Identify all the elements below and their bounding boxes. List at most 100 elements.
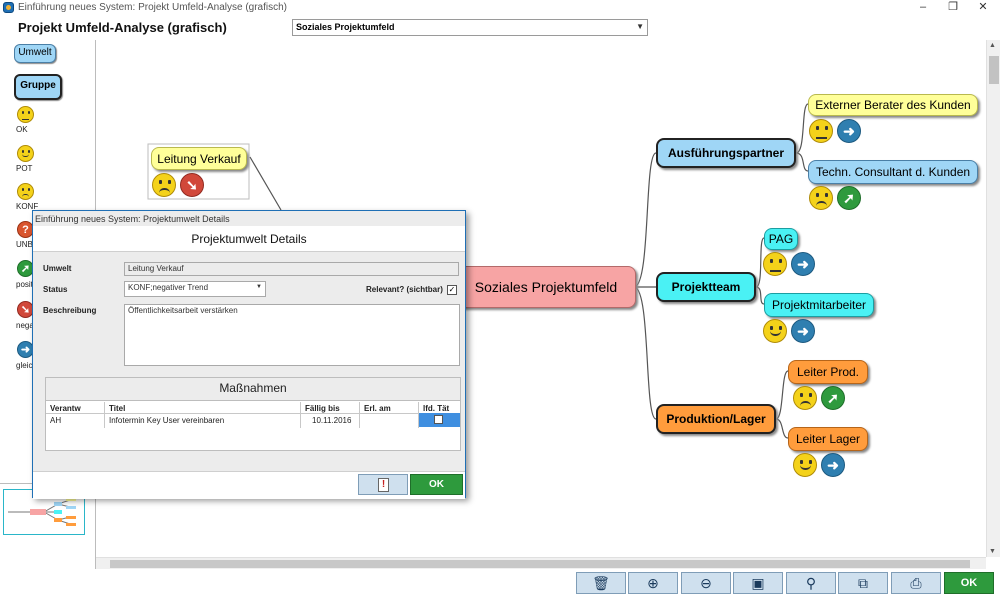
beschreibung-textarea[interactable]: Öffentlichkeitsarbeit verstärken [124,304,460,366]
node-root[interactable]: Soziales Projektumfeld [456,266,636,308]
warning-button[interactable]: ! [358,474,408,495]
palette-label-pot: POT [16,164,33,173]
vertical-scroll-thumb[interactable] [989,56,999,84]
smiley-frown-icon[interactable] [793,386,817,410]
page-title: Projekt Umfeld-Analyse (grafisch) [18,20,227,35]
arrow-up-right-icon[interactable]: ➚ [837,186,861,210]
arrow-down-left-icon[interactable]: ➘ [180,173,204,197]
minimap-preview [8,498,76,526]
smiley-frown-icon[interactable] [809,186,833,210]
node-techn-consultant[interactable]: Techn. Consultant d. Kunden [808,160,978,184]
col-lfd: lfd. Tät [423,404,450,413]
close-button[interactable]: ✕ [978,1,988,13]
chevron-down-icon: ▼ [636,22,644,31]
export-icon[interactable]: ⧉ [838,572,888,594]
column-divider [359,402,360,428]
node-leitung-verkauf[interactable]: Leitung Verkauf [151,147,247,170]
arrow-right-icon[interactable]: ➜ [791,252,815,276]
scroll-down-icon[interactable]: ▼ [989,548,996,555]
arrow-right-icon[interactable]: ➜ [791,319,815,343]
arrow-up-right-icon[interactable]: ➚ [17,260,34,277]
node-leiter-lager[interactable]: Leiter Lager [788,427,868,451]
node-leiter-prod[interactable]: Leiter Prod. [788,360,868,384]
palette-label-ok: OK [16,125,28,134]
smiley-neutral-icon[interactable] [809,119,833,143]
search-icon[interactable]: ⚲ [786,572,836,594]
col-faellig: Fällig bis [305,404,340,413]
cell-faellig: 10.11.2016 [312,416,352,425]
vertical-scrollbar[interactable]: ▲ ▼ [986,40,1000,557]
massnahmen-panel: Maßnahmen Verantw Titel Fällig bis Erl. … [45,377,461,451]
beschreibung-label: Beschreibung [43,306,97,315]
node-group-projektteam[interactable]: Projektteam [656,272,756,302]
print-icon[interactable]: ⎙ [891,572,941,594]
smiley-smile-icon[interactable] [17,145,34,162]
column-divider [104,402,105,428]
smiley-smile-icon[interactable] [763,319,787,343]
window-title: Einführung neues System: Projekt Umfeld-… [18,2,288,13]
table-divider [46,413,460,414]
col-titel: Titel [109,404,126,413]
zoom-fit-icon[interactable]: ▣ [733,572,783,594]
cell-lfd[interactable] [419,413,460,427]
smiley-frown-icon[interactable] [152,173,176,197]
chevron-down-icon: ▼ [256,284,262,290]
status-label: Status [43,285,68,294]
scroll-up-icon[interactable]: ▲ [989,42,996,49]
ok-button[interactable]: OK [944,572,994,594]
mindmap-canvas[interactable]: Leitung Verkauf ➘ Soziales Projektumfeld… [96,40,986,557]
connector-lines [147,103,809,439]
node-pag[interactable]: PAG [764,228,798,250]
column-divider [418,402,419,428]
node-group-ausfuehrungspartner[interactable]: Ausführungspartner [656,138,796,168]
palette-label-posit: posit [16,280,33,289]
palette-umwelt[interactable]: Umwelt [14,44,56,63]
bottom-toolbar: 🗑 ⊕ ⊖ ▣ ⚲ ⧉ ⎙ OK [0,569,1000,597]
warning-doc-icon: ! [378,478,389,492]
dialog-ok-button[interactable]: OK [410,474,463,495]
col-erl: Erl. am [364,404,391,413]
zoom-out-icon[interactable]: ⊖ [681,572,731,594]
smiley-neutral-icon[interactable] [763,252,787,276]
smiley-smile-icon[interactable] [17,106,34,123]
delete-icon[interactable]: 🗑 [576,572,626,594]
column-divider [300,402,301,428]
minimap-viewport[interactable] [3,489,85,535]
arrow-right-icon[interactable]: ➜ [17,341,34,358]
view-select[interactable]: Soziales Projektumfeld ▼ [292,19,648,36]
palette-label-nega: nega [16,321,34,330]
dialog-window-title: Einführung neues System: Projektumwelt D… [35,214,230,224]
umwelt-label: Umwelt [43,264,72,273]
cell-verantw: AH [50,416,62,425]
arrow-right-icon[interactable]: ➜ [821,453,845,477]
smiley-smile-icon[interactable] [793,453,817,477]
node-projektmitarbeiter[interactable]: Projektmitarbeiter [764,293,874,317]
smiley-frown-icon[interactable] [17,183,34,200]
details-dialog: Einführung neues System: Projektumwelt D… [32,210,466,499]
status-select-value: KONF;negativer Trend [128,283,209,292]
lfd-checkbox[interactable] [434,415,443,424]
minimize-button[interactable]: – [919,1,927,13]
relevant-checkbox[interactable]: ✓ [447,285,457,295]
horizontal-scroll-thumb[interactable] [110,560,970,568]
view-select-value: Soziales Projektumfeld [296,22,395,32]
massnahmen-heading: Maßnahmen [46,378,460,401]
arrow-up-right-icon[interactable]: ➚ [821,386,845,410]
dialog-header: Projektumwelt Details [33,226,465,252]
palette-label-gleic: gleic [16,361,33,370]
horizontal-scrollbar[interactable] [96,557,986,570]
app-icon [3,2,14,13]
table-row[interactable]: AH Infotermin Key User vereinbaren 10.11… [46,413,460,427]
title-bar: Einführung neues System: Projekt Umfeld-… [0,0,1000,16]
restore-button[interactable]: ❐ [948,1,958,13]
col-verantw: Verantw [50,404,81,413]
umwelt-field: Leitung Verkauf [124,262,459,276]
palette-gruppe[interactable]: Gruppe [14,74,62,100]
relevant-label: Relevant? (sichtbar) [366,285,443,294]
node-externer-berater[interactable]: Externer Berater des Kunden [808,94,978,116]
zoom-in-icon[interactable]: ⊕ [628,572,678,594]
cell-titel: Infotermin Key User vereinbaren [109,416,225,425]
arrow-right-icon[interactable]: ➜ [837,119,861,143]
status-select[interactable]: KONF;negativer Trend ▼ [124,281,266,297]
node-group-produktion-lager[interactable]: Produktion/Lager [656,404,776,434]
